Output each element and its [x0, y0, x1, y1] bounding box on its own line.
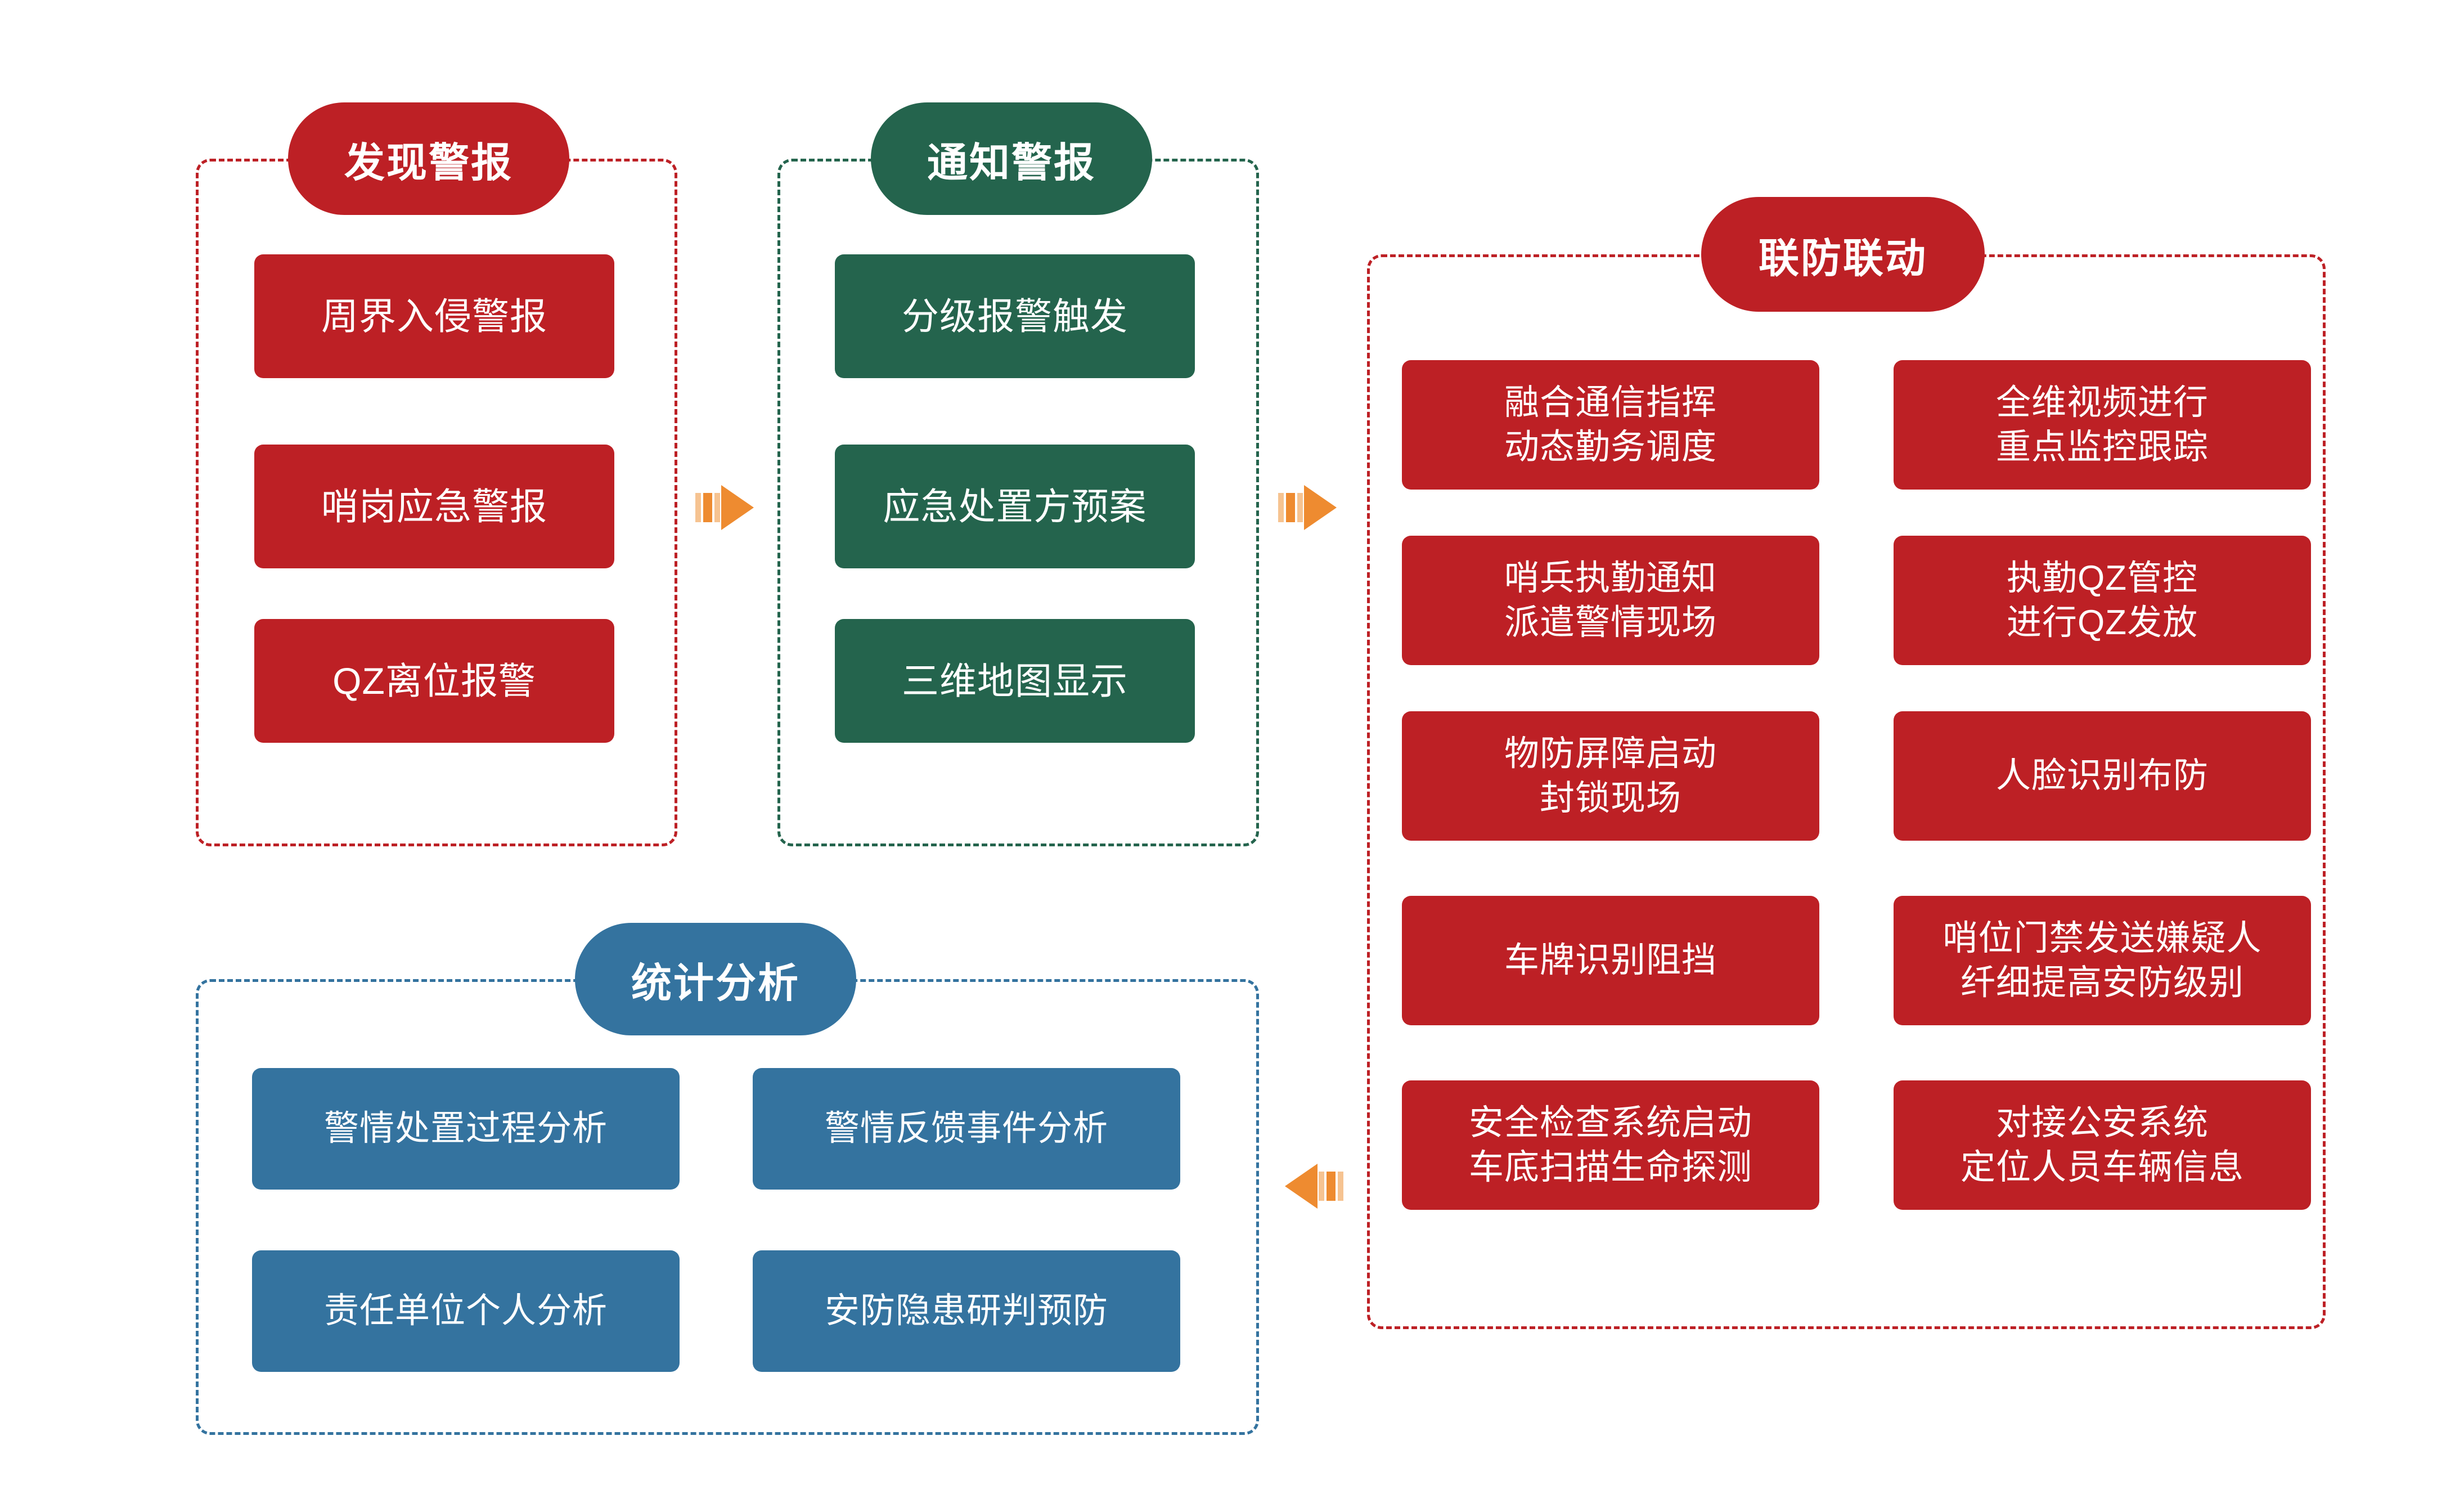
card-discover-1[interactable]: 周界入侵警报	[254, 254, 614, 378]
card-joint-right-4[interactable]: 哨位门禁发送嫌疑人 纤细提高安防级别	[1894, 896, 2311, 1025]
card-stats-right-2[interactable]: 安防隐患研判预防	[753, 1250, 1180, 1372]
card-joint-right-1[interactable]: 全维视频进行 重点监控跟踪	[1894, 360, 2311, 490]
card-joint-left-3[interactable]: 物防屏障启动 封锁现场	[1402, 711, 1819, 841]
card-stats-left-2[interactable]: 责任单位个人分析	[252, 1250, 680, 1372]
card-notify-3[interactable]: 三维地图显示	[835, 619, 1195, 743]
panel-header-label: 发现警报	[344, 140, 513, 186]
card-joint-right-5[interactable]: 对接公安系统 定位人员车辆信息	[1894, 1080, 2311, 1210]
card-joint-left-2[interactable]: 哨兵执勤通知 派遣警情现场	[1402, 536, 1819, 665]
arrow-right-2	[1278, 479, 1346, 536]
card-joint-left-4[interactable]: 车牌识别阻挡	[1402, 896, 1819, 1025]
panel-header-label: 联防联动	[1758, 236, 1927, 281]
panel-header-joint-defense[interactable]: 联防联动	[1701, 197, 1985, 312]
card-stats-left-1[interactable]: 警情处置过程分析	[252, 1068, 680, 1190]
card-discover-3[interactable]: QZ离位报警	[254, 619, 614, 743]
card-stats-right-1[interactable]: 警情反馈事件分析	[753, 1068, 1180, 1190]
arrow-right-1	[695, 479, 763, 536]
arrow-left-3	[1276, 1158, 1343, 1214]
card-joint-right-3[interactable]: 人脸识别布防	[1894, 711, 2311, 841]
panel-header-label: 统计分析	[631, 961, 800, 1006]
card-notify-2[interactable]: 应急处置方预案	[835, 445, 1195, 568]
card-joint-left-1[interactable]: 融合通信指挥 动态勤务调度	[1402, 360, 1819, 490]
panel-header-statistics-analysis[interactable]: 统计分析	[575, 923, 856, 1035]
panel-header-discover-alarm[interactable]: 发现警报	[288, 102, 569, 215]
card-joint-right-2[interactable]: 执勤QZ管控 进行QZ发放	[1894, 536, 2311, 665]
card-discover-2[interactable]: 哨岗应急警报	[254, 445, 614, 568]
card-joint-left-5[interactable]: 安全检查系统启动 车底扫描生命探测	[1402, 1080, 1819, 1210]
panel-header-notify-alarm[interactable]: 通知警报	[871, 102, 1152, 215]
panel-header-label: 通知警报	[927, 140, 1096, 186]
card-notify-1[interactable]: 分级报警触发	[835, 254, 1195, 378]
